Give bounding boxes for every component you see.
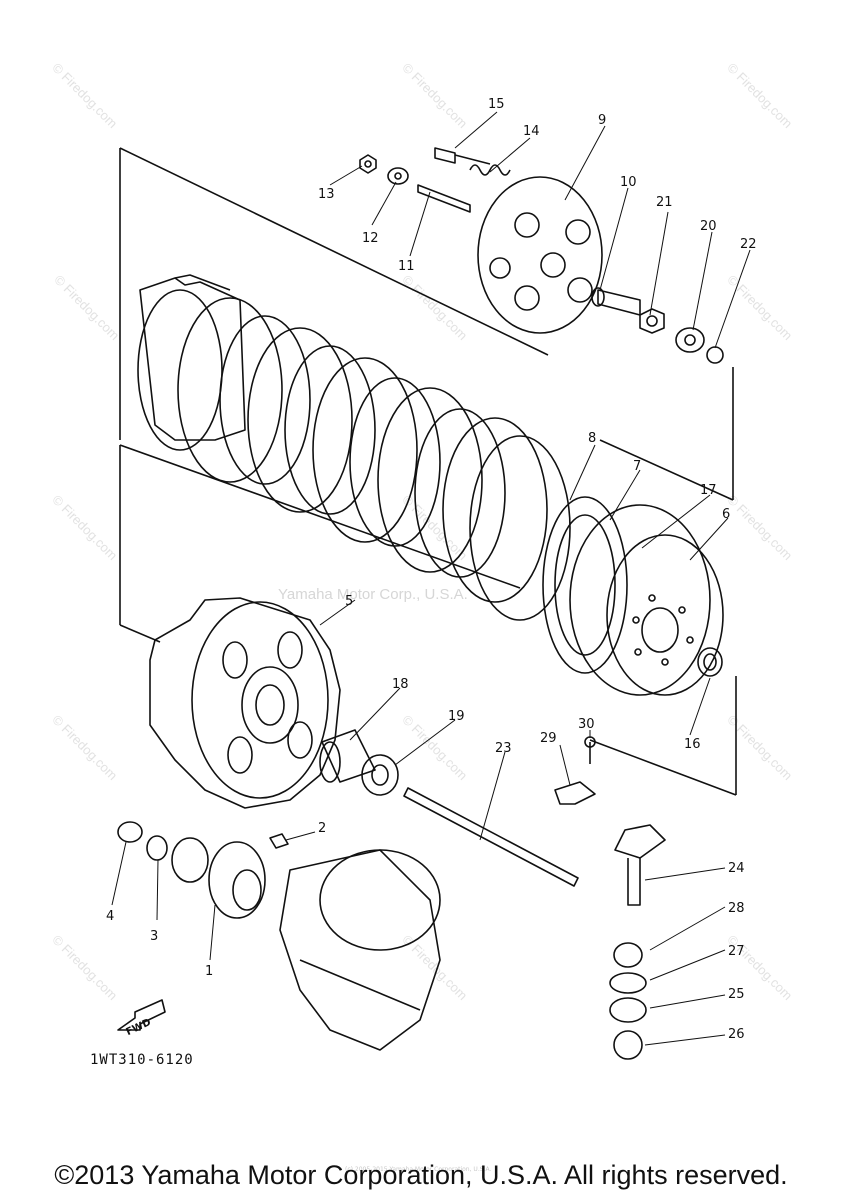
callout-3: 3 bbox=[150, 929, 158, 944]
clutch-boss bbox=[542, 496, 724, 696]
assembly-guide-lines-upper bbox=[119, 147, 734, 501]
callout-14: 14 bbox=[523, 124, 540, 139]
callout-22: 22 bbox=[740, 237, 757, 252]
callout-16: 16 bbox=[684, 737, 701, 752]
callout-12: 12 bbox=[362, 231, 379, 246]
callout-9: 9 bbox=[598, 113, 606, 128]
callout-11: 11 bbox=[398, 259, 415, 274]
push-rod-parts bbox=[591, 287, 724, 364]
callout-5: 5 bbox=[345, 594, 353, 609]
callout-8: 8 bbox=[588, 431, 596, 446]
callout-26: 26 bbox=[728, 1027, 745, 1042]
tiny-notice: (c) 2005-2015 Yamaha Motor Corporation, … bbox=[345, 1166, 492, 1173]
crankshaft bbox=[279, 849, 441, 1051]
diagram-code: 1WT310-6120 bbox=[90, 1052, 194, 1068]
callout-labels: 1 2 3 4 5 6 7 8 9 10 11 12 13 14 15 16 1… bbox=[106, 97, 757, 1042]
callout-2: 2 bbox=[318, 821, 326, 836]
callout-24: 24 bbox=[728, 861, 745, 876]
callout-27: 27 bbox=[728, 944, 745, 959]
callout-23: 23 bbox=[495, 741, 512, 756]
callout-28: 28 bbox=[728, 901, 745, 916]
callout-20: 20 bbox=[700, 219, 717, 234]
copyright-footer: ©2013 Yamaha Motor Corporation, U.S.A. A… bbox=[54, 1160, 788, 1190]
forward-arrow-icon bbox=[117, 999, 166, 1031]
callout-25: 25 bbox=[728, 987, 745, 1002]
callout-6: 6 bbox=[722, 507, 730, 522]
callout-10: 10 bbox=[620, 175, 637, 190]
spacer-washer-rod bbox=[319, 729, 579, 887]
callout-30: 30 bbox=[578, 717, 595, 732]
callout-19: 19 bbox=[448, 709, 465, 724]
fwd-label: FWD bbox=[124, 1017, 152, 1038]
primary-drive-gear bbox=[117, 821, 289, 919]
friction-plate-stack bbox=[137, 274, 571, 621]
small-fasteners bbox=[359, 147, 511, 213]
callout-15: 15 bbox=[488, 97, 505, 112]
callout-29: 29 bbox=[540, 731, 557, 746]
callout-1: 1 bbox=[205, 964, 213, 979]
callout-7: 7 bbox=[633, 459, 641, 474]
watermark-center: Yamaha Motor Corp., U.S.A. bbox=[278, 586, 468, 603]
callout-18: 18 bbox=[392, 677, 409, 692]
push-lever-assembly bbox=[554, 736, 666, 1060]
callout-4: 4 bbox=[106, 909, 114, 924]
callout-leader-lines bbox=[111, 111, 751, 1046]
callout-13: 13 bbox=[318, 187, 335, 202]
pressure-plate bbox=[477, 176, 603, 334]
callout-17: 17 bbox=[700, 483, 717, 498]
callout-21: 21 bbox=[656, 195, 673, 210]
clutch-housing-gear bbox=[149, 597, 341, 809]
